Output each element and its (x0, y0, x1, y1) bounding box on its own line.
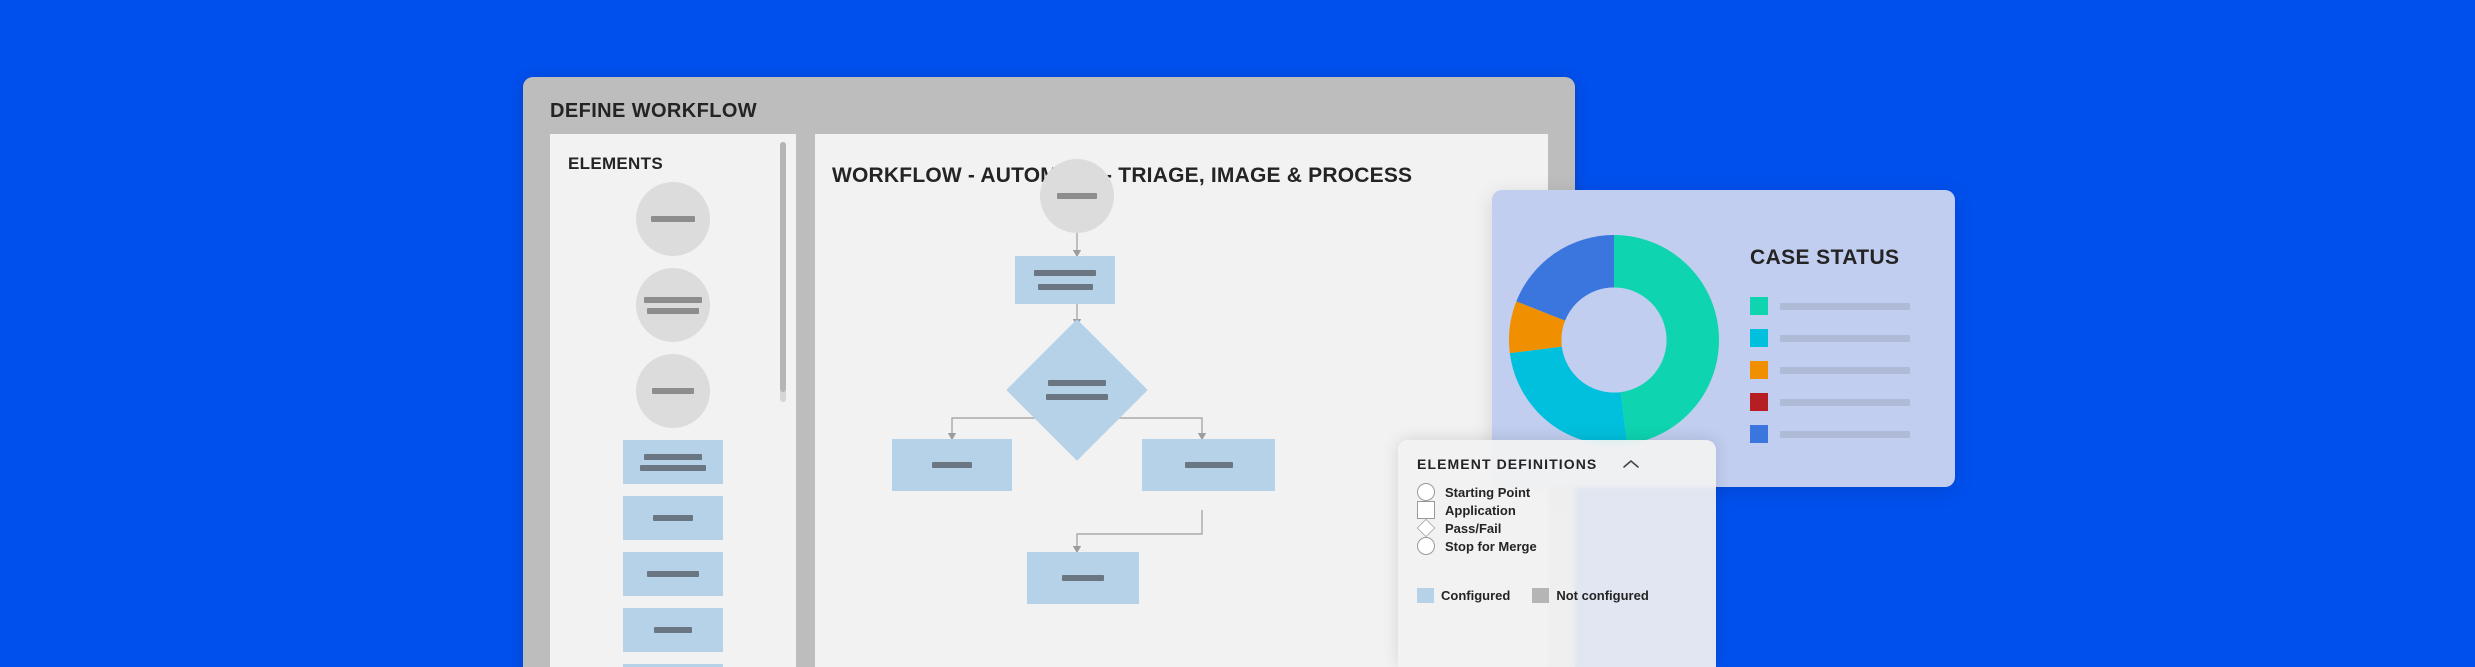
legend-label: Not configured (1556, 588, 1649, 603)
node-label-placeholder (1184, 462, 1233, 468)
node-label-placeholder (932, 462, 972, 468)
element-definition-item: Stop for Merge (1417, 537, 1537, 555)
element-label-placeholder (644, 296, 702, 303)
element-label-placeholder (647, 307, 699, 314)
element-label-placeholder (653, 515, 693, 521)
flow-node-application-left[interactable] (892, 439, 1012, 491)
flow-node-application-right[interactable] (1142, 439, 1275, 491)
status-swatch (1750, 425, 1768, 443)
element-label-placeholder (652, 388, 694, 394)
square-icon (1417, 501, 1435, 519)
status-swatch (1750, 329, 1768, 347)
status-swatch (1750, 361, 1768, 379)
flow-node-starting-point[interactable] (1040, 159, 1114, 233)
donut-slice[interactable] (1509, 301, 1566, 354)
elements-panel-title: ELEMENTS (568, 154, 663, 173)
status-swatch (1750, 393, 1768, 411)
element-label-placeholder (640, 464, 706, 471)
element-palette-item[interactable] (623, 552, 723, 596)
status-label-placeholder (1780, 334, 1910, 342)
element-definition-item: Starting Point (1417, 483, 1537, 501)
element-definition-label: Stop for Merge (1445, 538, 1537, 554)
page-title: DEFINE WORKFLOW (550, 100, 758, 122)
element-label-placeholder (644, 453, 702, 460)
scrollbar-track[interactable] (780, 142, 786, 402)
scrollbar-thumb[interactable] (780, 142, 786, 392)
status-swatch (1750, 297, 1768, 315)
status-label-placeholder (1780, 398, 1910, 406)
circle-icon (1417, 483, 1435, 501)
elements-panel: ELEMENTS (550, 134, 796, 667)
status-label-placeholder (1780, 302, 1910, 310)
element-palette-item[interactable] (623, 664, 723, 667)
element-palette-item[interactable] (623, 496, 723, 540)
chevron-up-icon[interactable] (1621, 458, 1641, 470)
donut-slice[interactable] (1516, 235, 1614, 321)
element-definitions-legend: Configured Not configured (1417, 588, 1664, 603)
case-status-legend-row (1750, 423, 1910, 445)
donut-center-hole (1561, 287, 1667, 393)
circle-icon (1417, 537, 1435, 555)
element-palette-item[interactable] (636, 354, 710, 428)
element-palette-item[interactable] (623, 608, 723, 652)
node-label-placeholder (1057, 193, 1097, 199)
status-label-placeholder (1780, 430, 1910, 438)
case-status-card: CASE STATUS (1492, 190, 1955, 487)
node-label-placeholder (1048, 380, 1106, 386)
element-palette-item[interactable] (636, 182, 710, 256)
element-palette-item[interactable] (623, 440, 723, 484)
flow-node-pass-fail[interactable] (1006, 319, 1148, 461)
element-definition-item: Application (1417, 501, 1537, 519)
element-label-placeholder (654, 627, 692, 633)
define-workflow-window: DEFINE WORKFLOW ELEMENTS WORKFLOW - AUTO… (523, 77, 1575, 667)
case-status-legend-row (1750, 391, 1910, 413)
flowchart[interactable] (815, 134, 1548, 667)
elements-list[interactable] (550, 182, 796, 667)
case-status-legend-row (1750, 327, 1910, 349)
legend-swatch (1417, 588, 1434, 603)
element-definition-label: Application (1445, 502, 1516, 518)
element-definition-label: Pass/Fail (1445, 520, 1502, 536)
node-label-placeholder (1046, 394, 1108, 400)
node-label-placeholder (1037, 284, 1093, 290)
diamond-icon (1416, 518, 1436, 538)
legend-label: Configured (1441, 588, 1511, 603)
node-label-placeholder (1034, 270, 1096, 276)
element-definition-label: Starting Point (1445, 484, 1531, 500)
flow-node-application-1[interactable] (1015, 256, 1115, 304)
donut-slice[interactable] (1614, 235, 1720, 445)
case-status-title: CASE STATUS (1750, 246, 1900, 269)
status-label-placeholder (1780, 366, 1910, 374)
element-definitions-title: ELEMENT DEFINITIONS (1417, 456, 1598, 472)
legend-swatch (1532, 588, 1550, 603)
flow-node-stop-for-merge[interactable] (1027, 552, 1139, 604)
case-status-legend (1750, 295, 1910, 455)
case-status-donut-chart[interactable] (1504, 230, 1724, 450)
element-definitions-header[interactable]: ELEMENT DEFINITIONS (1417, 456, 1641, 472)
node-label-placeholder (1062, 575, 1104, 581)
element-label-placeholder (651, 216, 695, 222)
case-status-legend-row (1750, 359, 1910, 381)
case-status-legend-row (1750, 295, 1910, 317)
element-definition-item: Pass/Fail (1416, 518, 1537, 538)
element-palette-item[interactable] (636, 268, 710, 342)
donut-slice[interactable] (1509, 346, 1628, 445)
element-label-placeholder (647, 571, 699, 577)
workflow-canvas-title: WORKFLOW - AUTOMATE - TRIAGE, IMAGE & PR… (832, 164, 1413, 187)
